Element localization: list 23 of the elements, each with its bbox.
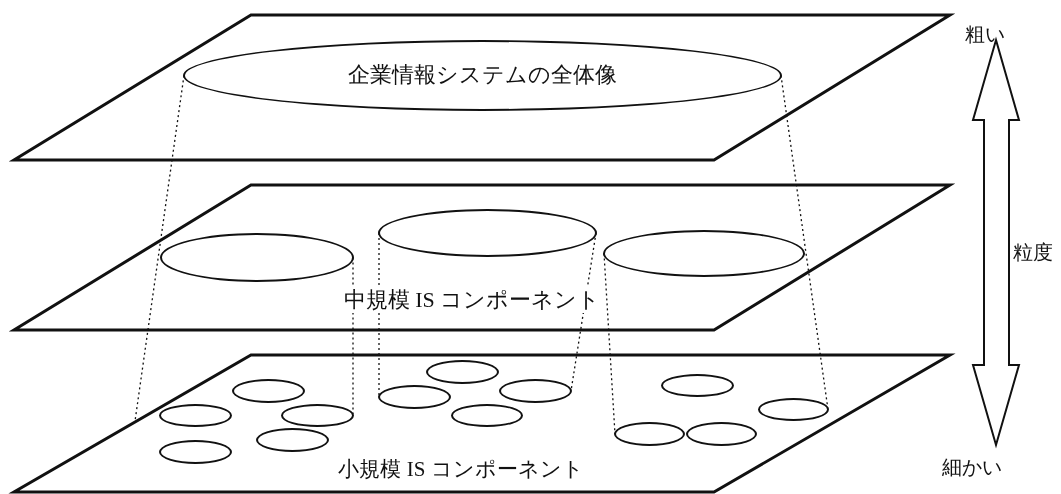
component-ellipse — [499, 379, 572, 403]
component-ellipse — [378, 209, 597, 257]
component-ellipse — [256, 428, 329, 452]
component-ellipse — [661, 374, 734, 397]
component-label: 企業情報システムの全体像 — [348, 62, 617, 89]
component-ellipse — [686, 422, 757, 446]
scale-label: 粒度 — [1013, 240, 1053, 264]
component-ellipse — [378, 385, 451, 409]
component-ellipse — [160, 233, 354, 282]
component-ellipse — [451, 404, 523, 427]
component-ellipse — [232, 379, 305, 403]
component-ellipse — [159, 404, 232, 427]
layer-plane — [8, 183, 956, 332]
component-ellipse — [603, 230, 805, 277]
scale-label: 粗い — [965, 22, 1005, 46]
layer-plane — [8, 13, 956, 162]
component-ellipse — [758, 398, 829, 421]
scale-label: 細かい — [942, 455, 1002, 479]
component-ellipse — [183, 40, 782, 111]
component-ellipse — [281, 404, 354, 427]
component-ellipse — [159, 440, 232, 464]
component-ellipse — [426, 360, 499, 384]
component-ellipse — [614, 422, 685, 446]
